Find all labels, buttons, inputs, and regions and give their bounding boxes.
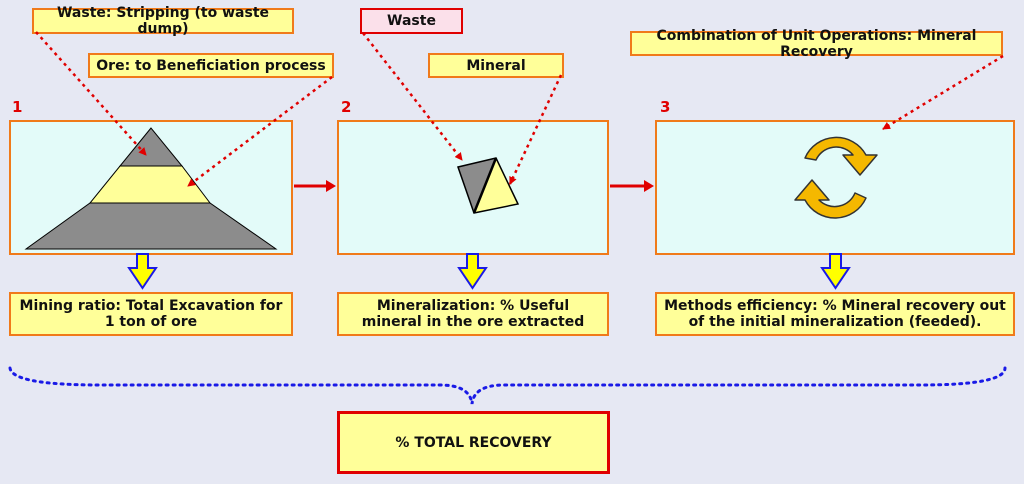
step-number-2: 2 (341, 98, 352, 116)
pyramid-icon (24, 127, 278, 250)
caption-mineralization: Mineralization: % Useful mineral in the … (337, 292, 609, 336)
pointer-arrows (35, 31, 1004, 187)
label-waste: Waste (360, 8, 463, 34)
label-waste-stripping: Waste: Stripping (to waste dump) (32, 5, 294, 37)
caption-methods-efficiency: Methods efficiency: % Mineral recovery o… (655, 292, 1015, 336)
total-brace (8, 366, 1007, 405)
total-recovery-box: % TOTAL RECOVERY (337, 411, 610, 474)
label-mineral: Mineral (428, 53, 564, 78)
label-ore-beneficiation: Ore: to Beneficiation process (88, 53, 334, 78)
right-arrow-icon (294, 180, 654, 192)
label-combination-unit-operations: Combination of Unit Operations: Mineral … (630, 28, 1003, 60)
step-number-3: 3 (660, 98, 671, 116)
down-arrow-icon (127, 253, 851, 290)
step-number-1: 1 (12, 98, 23, 116)
caption-mining-ratio: Mining ratio: Total Excavation for 1 ton… (9, 292, 293, 336)
recovery-cycle-icon (794, 136, 878, 219)
mineral-particle-icon (457, 157, 520, 214)
